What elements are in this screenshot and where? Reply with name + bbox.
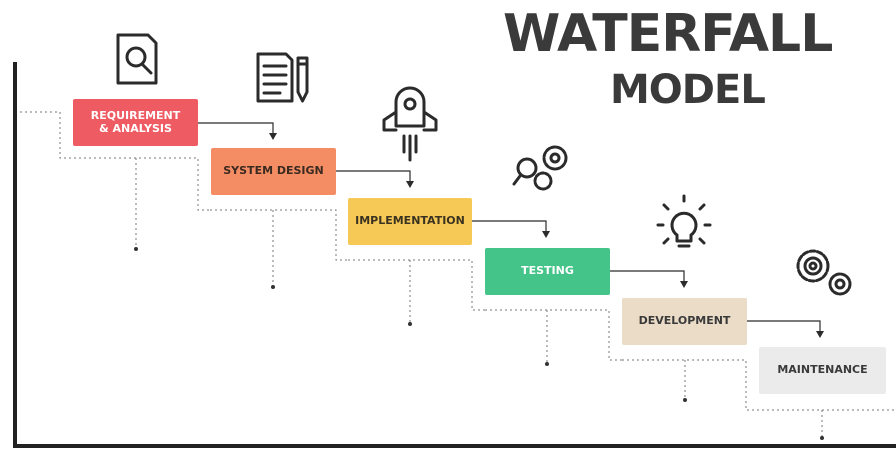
arrow-5 — [747, 320, 824, 338]
arrow-3 — [472, 220, 550, 238]
step-development: DEVELOPMENT — [622, 298, 747, 345]
connector-end-dots — [134, 247, 824, 440]
title-model: MODEL — [610, 67, 766, 113]
document-search-icon — [116, 33, 158, 85]
arrow-1 — [198, 122, 277, 140]
step-requirement-analysis: REQUIREMENT & ANALYSIS — [73, 99, 198, 146]
step-maintenance: MAINTENANCE — [759, 347, 886, 394]
step-implementation: IMPLEMENTATION — [348, 198, 472, 245]
gears-icon — [796, 249, 852, 296]
step-system-design: SYSTEM DESIGN — [211, 148, 336, 195]
rocket-icon — [382, 86, 438, 162]
light-bulb-icon — [656, 194, 712, 248]
step-testing: TESTING — [485, 248, 610, 295]
step-arrows — [198, 122, 824, 338]
dashed-connectors — [20, 111, 896, 438]
gears-search-icon — [512, 145, 568, 191]
arrow-2 — [336, 170, 414, 188]
arrow-4 — [610, 270, 688, 288]
notepad-pencil-icon — [256, 52, 309, 103]
title-waterfall: WATERFALL — [503, 4, 833, 64]
